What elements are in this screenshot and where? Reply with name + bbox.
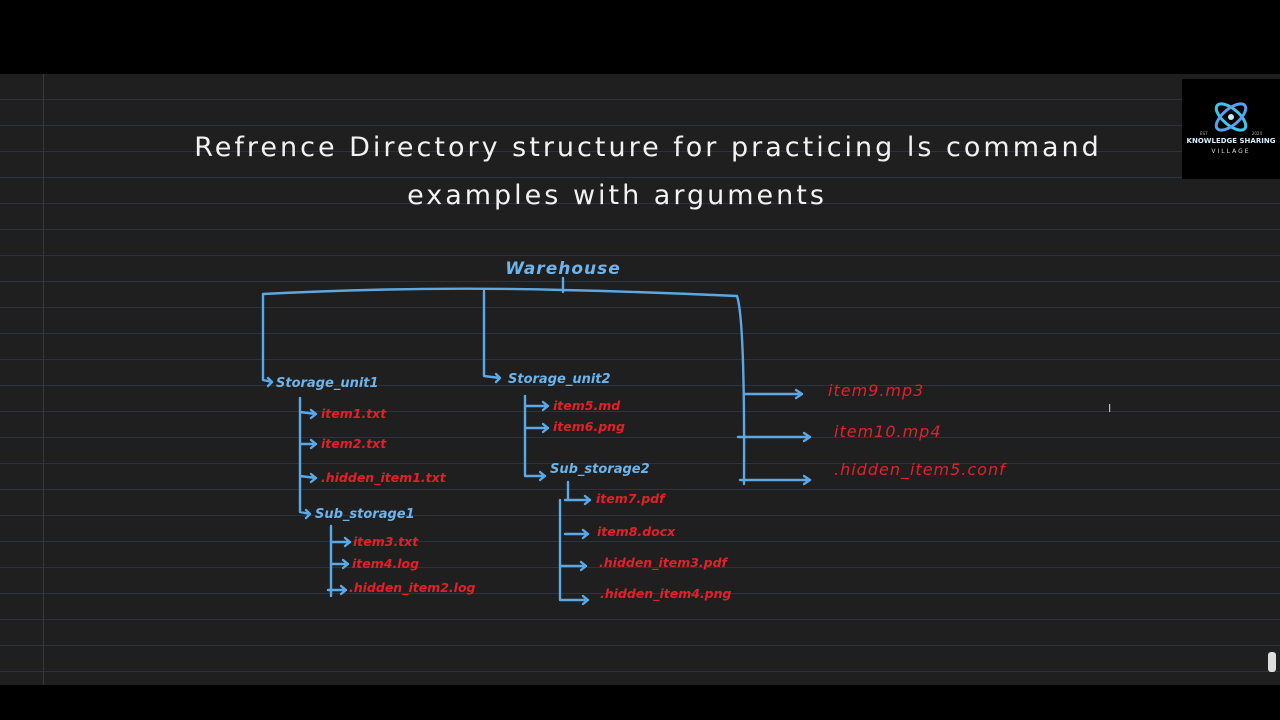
file-item4: item4.log [352,556,419,571]
sub1-connector [326,524,352,598]
file-item10: item10.mp4 [834,422,942,441]
title-line-1: Refrence Directory structure for practic… [194,132,1102,163]
root-connector [261,276,746,486]
file-item9: item9.mp3 [828,381,924,400]
unit1-connector [298,396,318,520]
logo-sub: VILLAGE [1211,148,1251,155]
logo-est: EST [1200,131,1208,136]
margin-line [43,74,44,685]
sub-storage2: Sub_storage2 [550,462,650,477]
file-item8: item8.docx [597,524,676,539]
file-hidden-item1: .hidden_item1.txt [321,470,447,486]
root-file-arrows [736,388,812,486]
file-hidden-item4: .hidden_item4.png [600,586,732,602]
note-page [0,74,1280,685]
file-item1: item1.txt [321,406,387,421]
atom-icon [1214,102,1248,132]
logo-name: KNOWLEDGE SHARING [1186,137,1276,145]
file-item2: item2.txt [321,436,387,451]
file-item7: item7.pdf [596,491,666,506]
sub-storage1: Sub_storage1 [315,507,415,522]
file-item5: item5.md [553,398,621,413]
file-item6: item6.png [553,419,625,434]
file-hidden-item5: .hidden_item5.conf [834,460,1007,480]
root-warehouse: Warehouse [505,259,621,279]
text-cursor-icon: I [1108,402,1112,415]
logo-year: 2024 [1251,131,1262,136]
storage-unit1: Storage_unit1 [276,376,379,391]
scrollbar-thumb[interactable] [1268,652,1276,672]
file-item3: item3.txt [353,534,419,549]
unit2-connector [523,394,550,482]
storage-unit2: Storage_unit2 [508,372,611,387]
sub2-connector [558,480,592,606]
file-hidden-item3: .hidden_item3.pdf [599,555,729,571]
title-line-2: examples with arguments [407,180,827,211]
channel-logo: EST 2024 KNOWLEDGE SHARING VILLAGE [1182,79,1280,179]
file-hidden-item2: .hidden_item2.log [349,580,476,596]
